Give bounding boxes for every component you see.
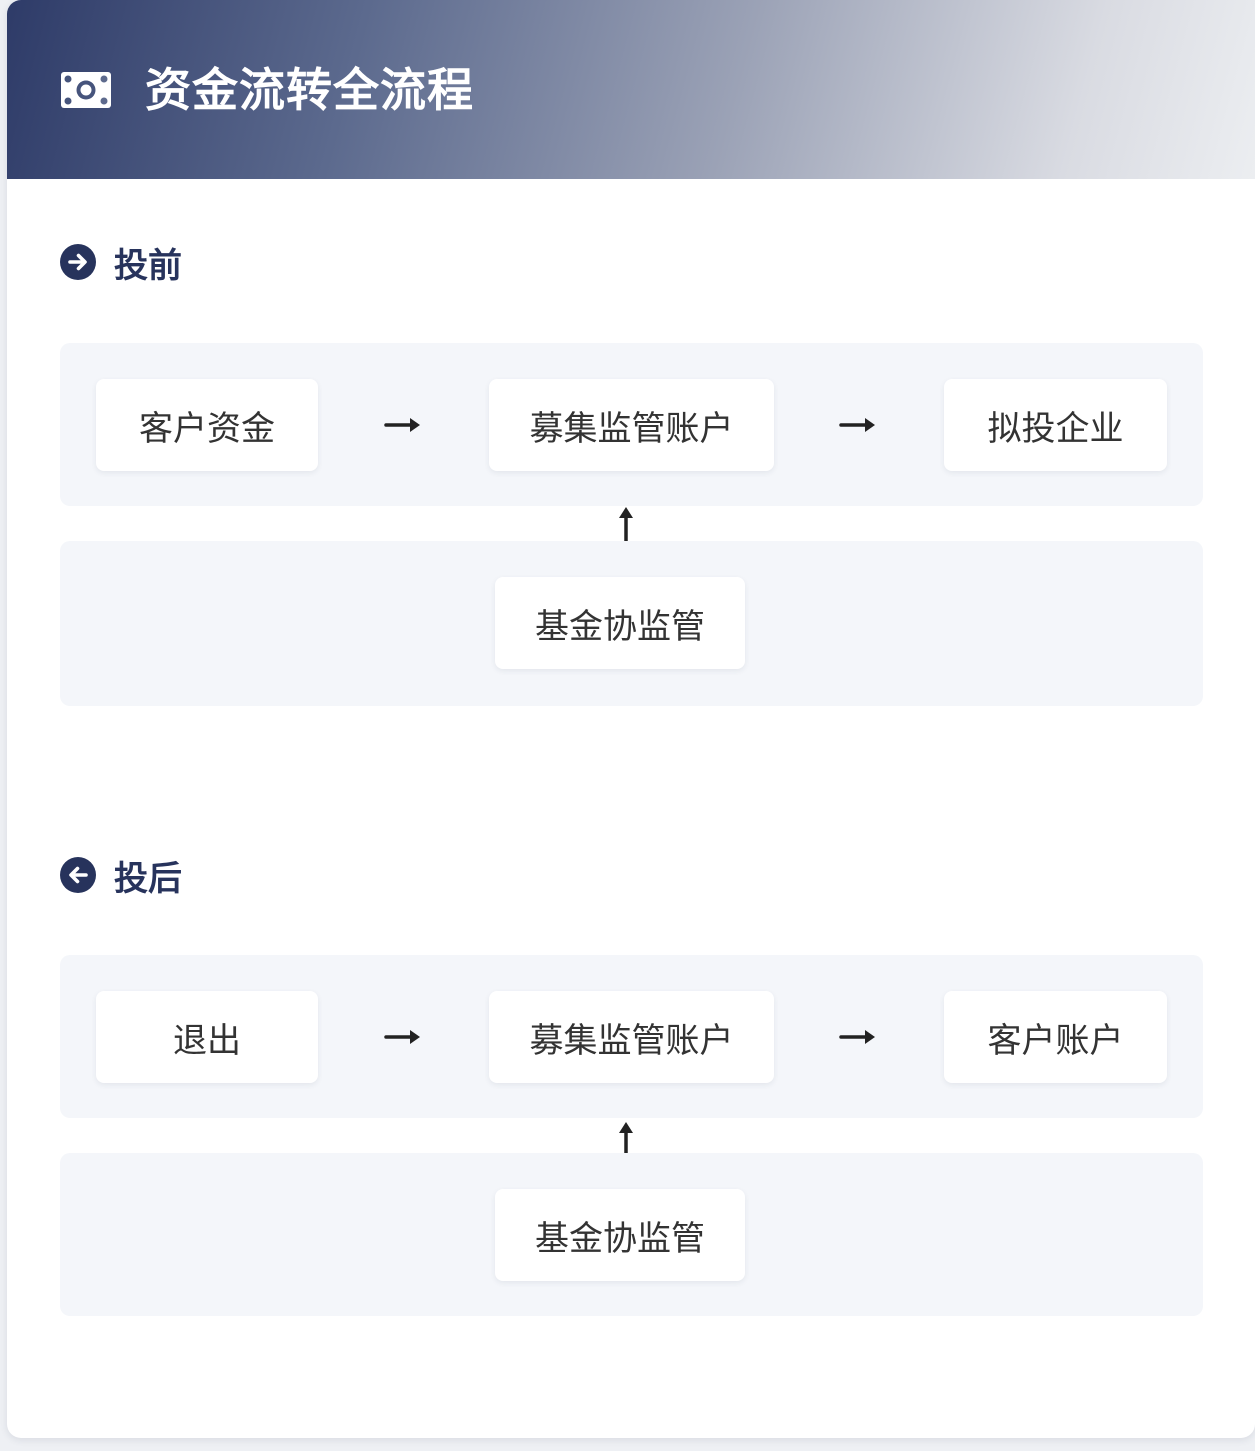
flow-node: 退出 [96,991,318,1083]
money-bill-icon [61,72,111,108]
flow-panel: 客户资金 募集监管账户 拟投企业 [60,343,1203,506]
arrow-up-icon [619,507,633,543]
arrow-right-icon [839,1030,875,1044]
flow-node: 募集监管账户 [489,379,774,471]
oversight-node: 基金协监管 [495,577,745,669]
arrow-right-icon [839,418,875,432]
section-title-text: 投前 [114,245,182,286]
arrow-circle-left-icon [60,857,96,893]
oversight-panel: 基金协监管 [60,541,1203,706]
section-title-text: 投后 [114,858,182,899]
arrow-circle-right-icon [60,244,96,280]
arrow-up-icon [619,1122,633,1158]
section-title-post-investment: 投后 [60,853,182,899]
flow-node: 拟投企业 [944,379,1167,471]
fund-flow-card: 资金流转全流程 投前 客户资金 募集监管账户 拟投企业 基金协监管 [7,0,1255,1438]
flow-node: 客户资金 [96,379,318,471]
page-title: 资金流转全流程 [145,63,474,117]
oversight-node: 基金协监管 [495,1189,745,1281]
arrow-right-icon [384,1030,420,1044]
flow-node: 募集监管账户 [489,991,774,1083]
section-title-pre-investment: 投前 [60,240,182,286]
flow-node: 客户账户 [944,991,1167,1083]
oversight-panel: 基金协监管 [60,1153,1203,1316]
arrow-right-icon [384,418,420,432]
flow-panel: 退出 募集监管账户 客户账户 [60,955,1203,1118]
card-header: 资金流转全流程 [7,0,1255,179]
